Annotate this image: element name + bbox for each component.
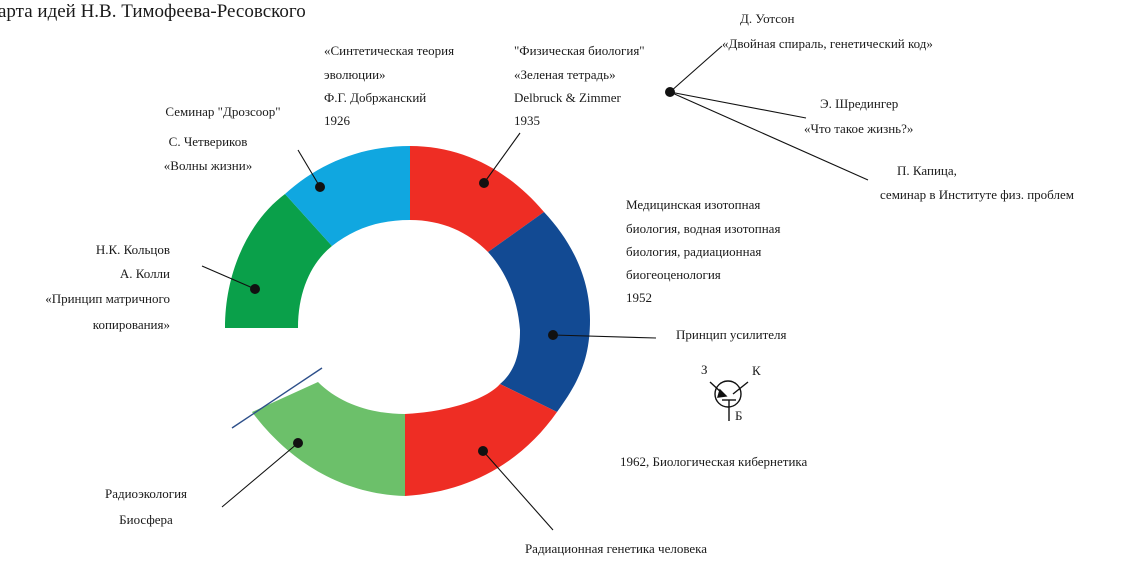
label-drozsoor: Семинар "Дрозсоор" С. Четвериков «Волны … xyxy=(164,104,281,173)
label-kapitsa-line: П. Капица, xyxy=(897,163,957,178)
leader-watson xyxy=(669,45,723,93)
label-isotope-line: Медицинская изотопная xyxy=(626,197,760,212)
label-drozsoor-line: «Волны жизни» xyxy=(164,158,252,173)
label-kapitsa: П. Капица, семинар в Институте физ. проб… xyxy=(880,163,1074,202)
label-isotope: Медицинская изотопная биология, водная и… xyxy=(626,197,780,305)
label-drozsoor-line: Семинар "Дрозсоор" xyxy=(165,104,280,119)
leader-koltsov xyxy=(201,265,256,290)
label-isotope-line: биология, радиационная xyxy=(626,244,761,259)
leader-schrodinger xyxy=(669,91,807,119)
label-dobzhansky-line: эволюции» xyxy=(324,67,386,82)
dot-koltsov xyxy=(250,284,260,294)
label-cybernetics: 1962, Биологическая кибернетика xyxy=(620,454,808,469)
leader-kapitsa xyxy=(669,91,869,181)
label-isotope-line: биология, водная изотопная xyxy=(626,221,780,236)
leader-delbruck xyxy=(483,132,521,184)
leader-human-genetics xyxy=(482,450,554,531)
label-dobzhansky-line: Ф.Г. Добржанский xyxy=(324,90,426,105)
diagram-title: арта идей Н.В. Тимофеева-Ресовского xyxy=(0,1,306,22)
segment-radioecology xyxy=(252,382,405,496)
label-isotope-line: 1952 xyxy=(626,290,652,305)
segment-human-genetics xyxy=(405,384,557,496)
leader-drozsoor xyxy=(297,149,321,188)
label-delbruck-line: Delbruck & Zimmer xyxy=(514,90,622,105)
dot-human-genetics xyxy=(478,446,488,456)
label-dobzhansky: «Синтетическая теория эволюции» Ф.Г. Доб… xyxy=(324,43,454,128)
label-human-genetics: Радиационная генетика человека xyxy=(525,541,707,556)
dot-delbruck xyxy=(479,178,489,188)
label-koltsov-line: А. Колли xyxy=(120,266,170,281)
label-schrodinger: Э. Шредингер «Что такое жизнь?» xyxy=(804,96,913,136)
label-schrodinger-line: «Что такое жизнь?» xyxy=(804,121,913,136)
label-delbruck: "Физическая биология" «Зеленая тетрадь» … xyxy=(514,43,645,128)
label-watson-line: «Двойная спираль, генетический код» xyxy=(722,36,933,51)
leader-amplifier xyxy=(552,334,657,339)
dot-hub xyxy=(665,87,675,97)
label-dobzhansky-line: «Синтетическая теория xyxy=(324,43,454,58)
ring xyxy=(225,146,590,496)
label-koltsov-line: копирования» xyxy=(93,317,170,332)
label-koltsov: Н.К. Кольцов А. Колли «Принцип матричног… xyxy=(45,242,170,332)
label-radioecology: Радиоэкология Биосфера xyxy=(105,486,187,527)
leader-radioecology xyxy=(221,442,299,508)
label-delbruck-line: "Физическая биология" xyxy=(514,43,645,58)
transistor-emitter-label: З xyxy=(701,362,708,377)
label-watson-line: Д. Уотсон xyxy=(740,11,795,26)
connector-dots xyxy=(250,87,675,456)
label-dobzhansky-line: 1926 xyxy=(324,113,351,128)
dot-drozsoor xyxy=(315,182,325,192)
label-delbruck-line: 1935 xyxy=(514,113,540,128)
radioecology-edge-line xyxy=(231,367,323,429)
label-koltsov-line: Н.К. Кольцов xyxy=(96,242,170,257)
segment-isotope-amplifier xyxy=(488,212,590,412)
segment-delbruck-dobzhansky xyxy=(410,146,544,252)
dot-amplifier xyxy=(548,330,558,340)
label-isotope-line: биогеоценология xyxy=(626,267,721,282)
label-kapitsa-line: семинар в Институте физ. проблем xyxy=(880,187,1074,202)
label-drozsoor-line: С. Четвериков xyxy=(169,134,248,149)
label-koltsov-line: «Принцип матричного xyxy=(45,291,170,306)
label-schrodinger-line: Э. Шредингер xyxy=(820,96,898,111)
transistor-collector-label: К xyxy=(752,363,761,378)
label-radioecology-line: Радиоэкология xyxy=(105,486,187,501)
transistor-base-label: Б xyxy=(735,408,742,423)
label-watson: Д. Уотсон «Двойная спираль, генетический… xyxy=(722,11,933,51)
label-amplifier: Принцип усилителя xyxy=(676,327,787,342)
segment-koltsov xyxy=(225,194,332,328)
label-delbruck-line: «Зеленая тетрадь» xyxy=(514,67,616,82)
segment-drozsoor xyxy=(285,146,410,246)
transistor-icon xyxy=(709,380,749,421)
label-radioecology-line: Биосфера xyxy=(119,512,173,527)
dot-radioecology xyxy=(293,438,303,448)
connectors xyxy=(201,45,869,531)
